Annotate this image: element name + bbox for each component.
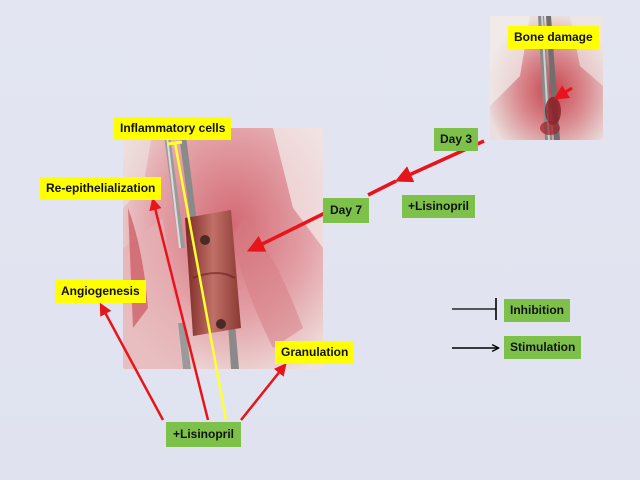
inhibition-legend-label: Inhibition [504,299,570,322]
arrow-to-angiogenesis [99,302,165,421]
inflammatory-cells-label: Inflammatory cells [114,117,232,140]
re-epithelialization-label: Re-epithelialization [40,177,162,200]
bone-damage-label: Bone damage [508,26,599,49]
inhibition-line-inflammatory [173,142,228,421]
arrow-day3-to-day7 [367,179,397,197]
day7-label: Day 7 [323,198,370,223]
arrow-to-re-epithelialization [149,197,210,421]
stimulation-legend-label: Stimulation [504,336,582,359]
arrow-in-bone-photo [553,85,573,100]
arrow-to-granulation [240,363,287,421]
lisinopril-top-label: +Lisinopril [402,195,476,218]
angiogenesis-label: Angiogenesis [55,280,146,303]
arrow-day7-to-wound [246,210,328,252]
lisinopril-bottom-label: +Lisinopril [166,422,242,447]
granulation-label: Granulation [275,341,355,364]
day3-label: Day 3 [434,128,479,151]
wound-photo [123,128,323,369]
inhibition-bar-inflammatory [167,140,183,146]
